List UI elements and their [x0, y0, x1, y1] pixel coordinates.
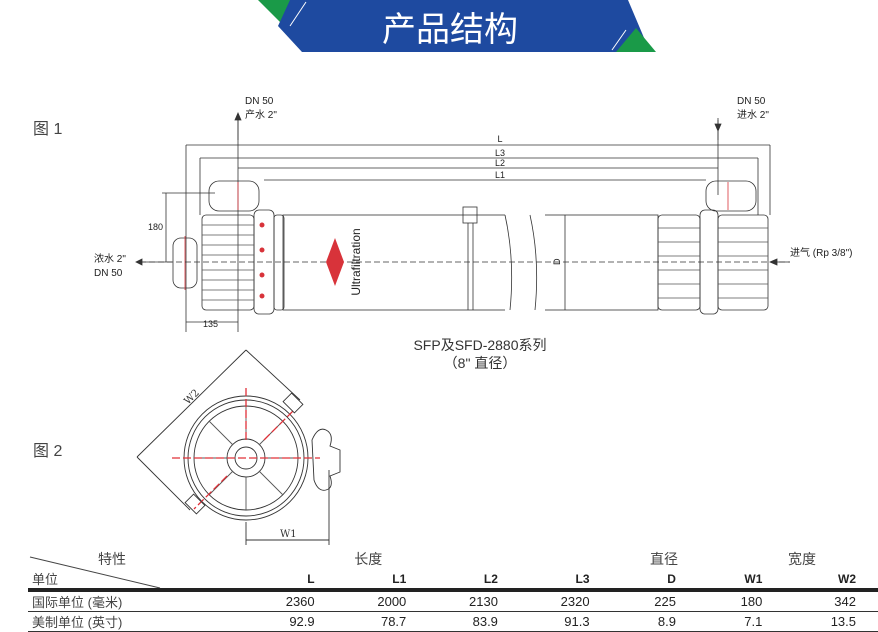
banner-title: 产品结构: [382, 10, 518, 50]
col-W2: W2: [784, 569, 878, 592]
title-banner: 产品结构: [258, 0, 656, 52]
group-width: 宽度: [787, 551, 816, 567]
left-outlet-size: DN 50: [94, 268, 123, 279]
cell: 8.9: [611, 611, 698, 632]
dim-180-label: 180: [148, 222, 163, 232]
cell: 7.1: [697, 611, 785, 632]
col-L: L: [245, 569, 337, 592]
cell: 91.3: [519, 611, 612, 632]
right-end-cap: [657, 180, 769, 315]
banner-blue: [278, 0, 650, 52]
corner-property: 特性: [98, 551, 126, 567]
top-left-outlet-name: 产水 2": [245, 108, 277, 121]
dim-L3-label: L3: [495, 148, 505, 158]
dim-135-label: 135: [203, 319, 218, 329]
col-W1: W1: [697, 569, 785, 592]
cell: 78.7: [336, 611, 429, 632]
group-length: 长度: [354, 551, 383, 567]
figure-2: W2 W1: [136, 349, 341, 545]
dim-D-label: D: [552, 258, 562, 265]
dim-W1-label: W1: [280, 529, 297, 540]
col-L2: L2: [428, 569, 520, 592]
row-unit: 国际单位 (毫米): [28, 590, 245, 612]
group-diameter: 直径: [649, 551, 678, 567]
dim-W2-line: [136, 349, 247, 458]
dim-W2-label: W2: [182, 388, 202, 408]
figure1-caption: SFP及SFD-2880系列: [413, 337, 546, 353]
top-right-inlet-name: 进水 2": [737, 109, 769, 121]
table-row: 国际单位 (毫米) 2360 2000 2130 2320 225 180 34…: [28, 590, 878, 612]
cell: 2360: [245, 590, 337, 612]
cell: 13.5: [784, 611, 878, 632]
cell: 2000: [336, 590, 429, 612]
cell: 2130: [428, 590, 520, 612]
top-left-outlet-size: DN 50: [245, 96, 274, 107]
dimensions-table: 特性 长度 直径 宽度 单位 L L1 L2 L3 D W1 W2 国际单位 (…: [28, 549, 878, 632]
col-L3: L3: [519, 569, 612, 592]
table-header-row: 单位 L L1 L2 L3 D W1 W2: [28, 569, 878, 592]
table-row: 美制单位 (英寸) 92.9 78.7 83.9 91.3 8.9 7.1 13…: [28, 611, 878, 632]
dim-L2-label: L2: [495, 158, 505, 168]
module-text: Ultrafiltration: [349, 228, 363, 295]
top-right-inlet-size: DN 50: [737, 96, 766, 107]
figure1-caption-diameter: （8" 直径）: [444, 355, 517, 371]
cell: 225: [611, 590, 698, 612]
left-outlet-name: 浓水 2": [94, 253, 126, 265]
dow-logo: [326, 238, 344, 286]
cell: 2320: [519, 590, 612, 612]
left-end-cap: [172, 180, 285, 315]
air-inlet-label: 进气 (Rp 3/8"): [790, 246, 852, 259]
dim-L-label: L: [497, 134, 502, 144]
row-unit: 美制单位 (英寸): [28, 611, 245, 632]
col-L1: L1: [336, 569, 429, 592]
col-D: D: [611, 569, 698, 592]
tube-clip: [462, 206, 478, 224]
figure-1-label: 图 1: [33, 121, 63, 138]
figure-2-label: 图 2: [33, 443, 63, 460]
table-group-row: 特性 长度 直径 宽度: [28, 549, 878, 569]
dim-L1-label: L1: [495, 170, 505, 180]
corner-unit: 单位: [28, 569, 245, 592]
cell: 342: [784, 590, 878, 612]
banner-green-right: [616, 28, 656, 52]
top-right-port: [705, 180, 757, 212]
cell: 92.9: [245, 611, 337, 632]
cell: 180: [697, 590, 785, 612]
cell: 83.9: [428, 611, 520, 632]
figure-1: [135, 111, 790, 332]
side-port: [311, 428, 341, 491]
top-left-port: [208, 180, 260, 212]
